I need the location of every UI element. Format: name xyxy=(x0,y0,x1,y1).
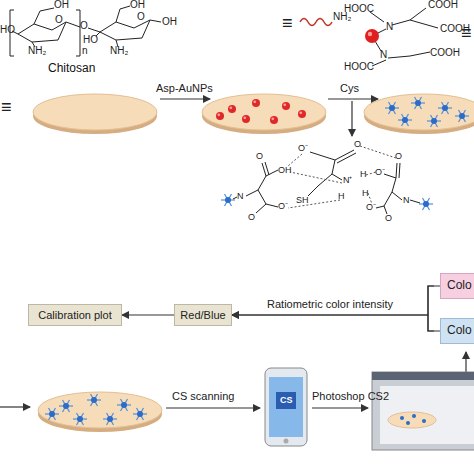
atom-label: N⁺ xyxy=(343,176,353,185)
atom-label: n xyxy=(82,46,88,56)
atom-label: ≡ xyxy=(461,24,472,42)
process-box: Colo xyxy=(440,318,474,344)
software-screenshot xyxy=(372,372,474,450)
atom-label: N xyxy=(237,192,244,201)
electrode-disk xyxy=(38,392,162,432)
atom-label: O xyxy=(395,152,402,161)
step-arrow xyxy=(0,406,30,407)
atom-label: HOOC xyxy=(344,4,374,14)
atom-label: COOH xyxy=(430,48,460,58)
flow-arrow xyxy=(232,315,440,331)
flow-arrow xyxy=(122,314,174,315)
process-box: Colo xyxy=(440,273,474,299)
box-text: Red/Blue xyxy=(180,309,225,321)
edge-label: Ratiometric color intensity xyxy=(267,299,393,310)
atom-label: OH xyxy=(54,0,69,10)
atom-label: O xyxy=(354,140,361,149)
step-label: Photoshop CS2 xyxy=(312,391,389,402)
atom-label: HO xyxy=(83,35,98,45)
atom-label: H xyxy=(360,170,367,179)
process-box: Calibration plot xyxy=(28,304,122,326)
asp-structure xyxy=(370,8,438,66)
atom-label: OH xyxy=(162,17,177,27)
atom-label: N xyxy=(403,196,410,205)
atom-label: Asp-AuNPs xyxy=(156,83,213,94)
atom-label: O xyxy=(80,21,88,31)
cys-structure xyxy=(233,150,420,214)
atom-label: Cys xyxy=(340,83,359,94)
step-arrow xyxy=(351,101,352,136)
atom-label: ≡ xyxy=(1,98,12,116)
atom-label: OH xyxy=(130,0,145,10)
atom-label: O⁻ xyxy=(278,202,288,211)
atom-label: COOH xyxy=(428,0,458,10)
amine-wave xyxy=(300,19,332,26)
bracket xyxy=(428,286,434,331)
atom-label: N xyxy=(386,22,393,32)
chitosan-structure xyxy=(10,6,161,56)
box-text: Calibration plot xyxy=(38,309,111,321)
box-text: Colo xyxy=(447,324,472,337)
atom-label: O xyxy=(248,213,255,222)
atom-label: O⁻ xyxy=(298,144,308,153)
atom-label: ≡ xyxy=(282,14,293,32)
compound-name: Chitosan xyxy=(48,62,95,74)
atom-label: OH xyxy=(278,166,292,175)
atom-label: H xyxy=(338,192,345,201)
atom-label: O xyxy=(55,15,63,25)
sphere-highlight xyxy=(368,32,372,36)
atom-label: HO xyxy=(0,25,15,35)
electrode-disk xyxy=(33,94,157,134)
atom-label: HOOC xyxy=(344,62,374,72)
smartphone xyxy=(265,368,307,446)
step-arrow xyxy=(160,98,210,99)
gold-sphere xyxy=(365,29,379,43)
atom-label: NH₂ xyxy=(28,46,46,56)
atom-label: NH₂ xyxy=(110,46,128,56)
process-box: Red/Blue xyxy=(174,304,232,326)
step-label: CS xyxy=(280,396,293,405)
atom-label: SH xyxy=(296,196,309,205)
atom-label: N xyxy=(380,50,387,60)
atom-label: O xyxy=(385,214,392,223)
electrode-disk xyxy=(202,94,326,134)
electrode-disk xyxy=(364,94,474,134)
step-arrow xyxy=(166,407,260,408)
hydrogen-bonds xyxy=(288,146,396,208)
atom-label: O xyxy=(137,12,145,22)
box-text: Colo xyxy=(447,279,472,292)
step-arrow xyxy=(328,98,378,99)
atom-label: O⁻ xyxy=(375,168,385,177)
flow-arrow xyxy=(232,286,440,315)
step-arrow xyxy=(312,407,368,408)
atom-label: O xyxy=(256,152,263,161)
step-label: CS scanning xyxy=(172,391,234,402)
atom-label: H xyxy=(362,189,369,198)
atom-label: O⁻ xyxy=(366,203,376,212)
